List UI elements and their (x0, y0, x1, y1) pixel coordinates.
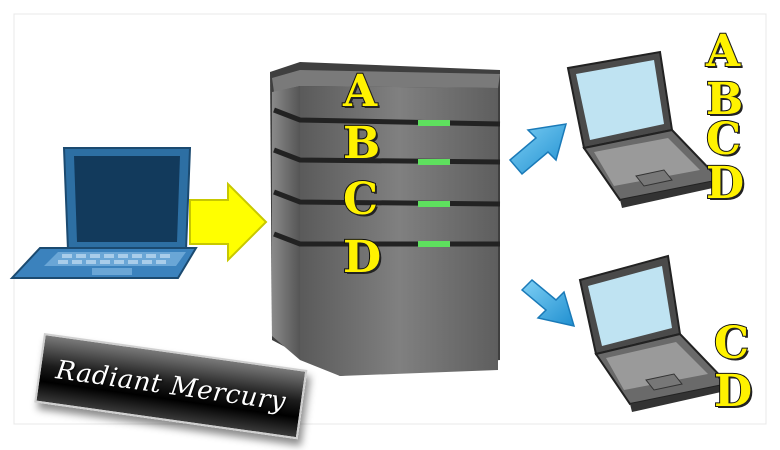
output-arrow-bottom-icon (520, 278, 576, 328)
source-laptop-icon (9, 147, 198, 279)
recipient-bottom-letter-c: C (713, 318, 750, 369)
server-icon (270, 62, 501, 376)
recipient-top-letter-b: B (705, 74, 744, 125)
server-letter-b: B (342, 118, 381, 169)
brand-text: Radiant Mercury (53, 355, 288, 418)
recipient-laptop-bottom-icon (578, 254, 730, 412)
recipient-bottom-letter-d: D (713, 366, 753, 417)
recipient-top-letter-c: C (705, 114, 742, 165)
input-arrow-icon (189, 181, 268, 263)
recipient-top-letter-a: A (705, 26, 741, 77)
server-letter-a: A (342, 66, 378, 117)
server-letter-c: C (342, 174, 379, 225)
server-letter-d: D (342, 232, 382, 283)
output-arrow-top-icon (508, 123, 568, 176)
recipient-top-letter-d: D (705, 158, 745, 209)
recipient-laptop-top-icon (566, 50, 722, 208)
diagram-frame (13, 13, 767, 425)
